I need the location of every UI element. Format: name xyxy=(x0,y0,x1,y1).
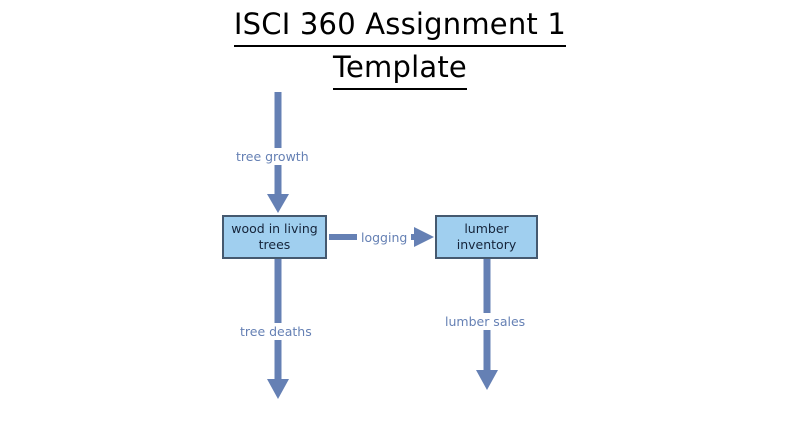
stock-label-wood-in-living-trees: wood in living trees xyxy=(231,221,318,252)
stock-label-lumber-inventory: lumber inventory xyxy=(456,221,517,252)
page-title: ISCI 360 Assignment 1 Template xyxy=(0,4,800,90)
title-line-2-text: Template xyxy=(333,47,467,90)
title-line-1: ISCI 360 Assignment 1 xyxy=(0,4,800,47)
flow-arrow-tree-growth xyxy=(267,92,289,213)
title-line-1-text: ISCI 360 Assignment 1 xyxy=(233,4,567,47)
flow-label-tree-deaths: tree deaths xyxy=(236,323,316,340)
stock-box-lumber-inventory[interactable]: lumber inventory xyxy=(435,215,538,259)
flow-arrow-tree-deaths xyxy=(267,259,289,399)
stock-box-wood-in-living-trees[interactable]: wood in living trees xyxy=(222,215,327,259)
flow-label-tree-growth: tree growth xyxy=(232,148,313,165)
flow-label-logging: logging xyxy=(357,229,412,246)
title-line-2: Template xyxy=(0,47,800,90)
flow-label-lumber-sales: lumber sales xyxy=(441,313,530,330)
